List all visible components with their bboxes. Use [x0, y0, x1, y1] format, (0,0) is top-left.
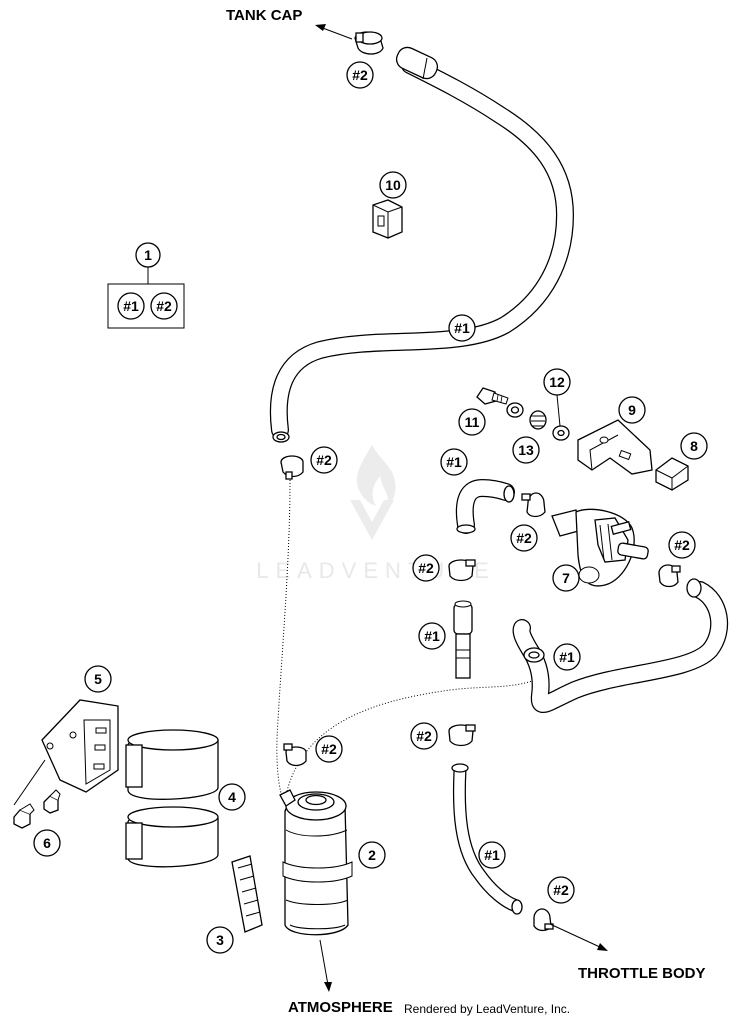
svg-text:10: 10	[385, 177, 401, 193]
bracket-part-10	[372, 199, 403, 239]
valve-part-7	[551, 508, 649, 587]
svg-text:#2: #2	[156, 298, 172, 314]
svg-text:#1: #1	[123, 298, 139, 314]
hose-elbow	[455, 479, 515, 534]
svg-text:3: 3	[216, 932, 224, 948]
callout-4: 4	[218, 783, 246, 811]
svg-text:2: 2	[368, 847, 376, 863]
callout-11: 11	[458, 408, 486, 436]
bolt-part-6	[13, 789, 61, 829]
svg-text:#2: #2	[416, 728, 432, 744]
bracket-part-5	[13, 699, 119, 806]
callout-8: 8	[680, 432, 708, 460]
hose-route-line	[276, 479, 291, 806]
hose-route-line	[284, 674, 546, 801]
callout-5: 5	[84, 665, 112, 693]
hose-tank-cap	[269, 46, 574, 443]
nut-part	[506, 402, 524, 418]
svg-text:#2: #2	[516, 530, 532, 546]
arrow-throttle-body	[549, 923, 608, 951]
hose-clamp	[448, 559, 476, 582]
svg-text:#1: #1	[484, 847, 500, 863]
hose-fitting	[453, 600, 473, 679]
svg-text:4: 4	[228, 789, 236, 805]
callout-clamp-throttle: #2	[547, 876, 575, 904]
hose-clamp	[354, 31, 384, 55]
svg-text:#2: #2	[553, 882, 569, 898]
svg-text:#1: #1	[446, 454, 462, 470]
svg-text:5: 5	[94, 671, 102, 687]
callout-9: 9	[618, 396, 646, 424]
callout-13: 13	[512, 436, 540, 464]
cap-part-8	[655, 457, 689, 491]
svg-text:#1: #1	[559, 649, 575, 665]
callout-2: 2	[358, 841, 386, 869]
svg-text:#2: #2	[418, 560, 434, 576]
hose-throttle-feed	[512, 578, 728, 713]
svg-text:#2: #2	[316, 452, 332, 468]
svg-text:12: 12	[549, 374, 565, 390]
hose-clamp	[280, 455, 304, 480]
callout-10: 10	[379, 171, 407, 199]
label-tank-cap: TANK CAP	[226, 7, 302, 24]
callout-3: 3	[206, 926, 234, 954]
svg-text:7: 7	[562, 570, 570, 586]
arrow-tank-cap	[315, 24, 353, 40]
bolt-part-11	[476, 387, 509, 405]
band-part-4	[125, 729, 219, 868]
callout-clamp-lower: #2	[410, 722, 438, 750]
callout-clamp-mid: #2	[412, 554, 440, 582]
hose-clamp	[521, 492, 546, 518]
callout-clamp-canister: #2	[315, 735, 343, 763]
svg-text:#2: #2	[674, 537, 690, 553]
svg-text:#1: #1	[424, 628, 440, 644]
hose-clamp	[448, 724, 476, 747]
pad-part-3	[231, 855, 263, 933]
callout-hose-throttle: #1	[478, 841, 506, 869]
callout-clamp-right: #2	[668, 531, 696, 559]
washer-part-12	[552, 425, 570, 441]
bracket-part-9	[577, 419, 653, 475]
svg-text:1: 1	[144, 247, 152, 263]
callout-clamp-left: #2	[310, 446, 338, 474]
arrow-atmosphere	[319, 939, 332, 992]
label-throttle-body: THROTTLE BODY	[578, 965, 706, 982]
svg-text:11: 11	[465, 414, 480, 430]
svg-text:9: 9	[628, 402, 636, 418]
callout-clamp-elbow: #2	[510, 524, 538, 552]
svg-text:8: 8	[690, 438, 698, 454]
grommet-part-13	[529, 410, 547, 430]
callout-12: 12	[543, 368, 571, 427]
callout-hose-main: #1	[448, 314, 476, 342]
hose-fitting	[395, 46, 439, 80]
callout-hose-fitting: #1	[418, 622, 446, 650]
callout-hose-feed: #1	[553, 643, 581, 671]
callout-kit-hose: #1	[117, 292, 145, 320]
label-atmosphere: ATMOSPHERE	[288, 999, 393, 1016]
hose-clamp	[658, 564, 681, 588]
svg-text:#1: #1	[454, 320, 470, 336]
callout-1: 1	[135, 242, 161, 268]
svg-text:#2: #2	[321, 741, 337, 757]
svg-text:6: 6	[43, 835, 51, 851]
hose-clamp	[283, 743, 307, 767]
hose-clamp	[533, 908, 554, 932]
callout-kit-clamp: #2	[150, 292, 178, 320]
svg-text:13: 13	[518, 442, 534, 458]
svg-text:#2: #2	[352, 67, 368, 83]
hose-throttle-body	[451, 763, 523, 915]
callout-clamp-tank: #2	[346, 61, 374, 89]
callout-7: 7	[552, 564, 580, 592]
credit-text: Rendered by LeadVenture, Inc.	[404, 1002, 570, 1016]
callout-hose-elbow: #1	[440, 448, 468, 476]
callout-6: 6	[33, 829, 61, 857]
canister-part-2	[279, 789, 353, 936]
